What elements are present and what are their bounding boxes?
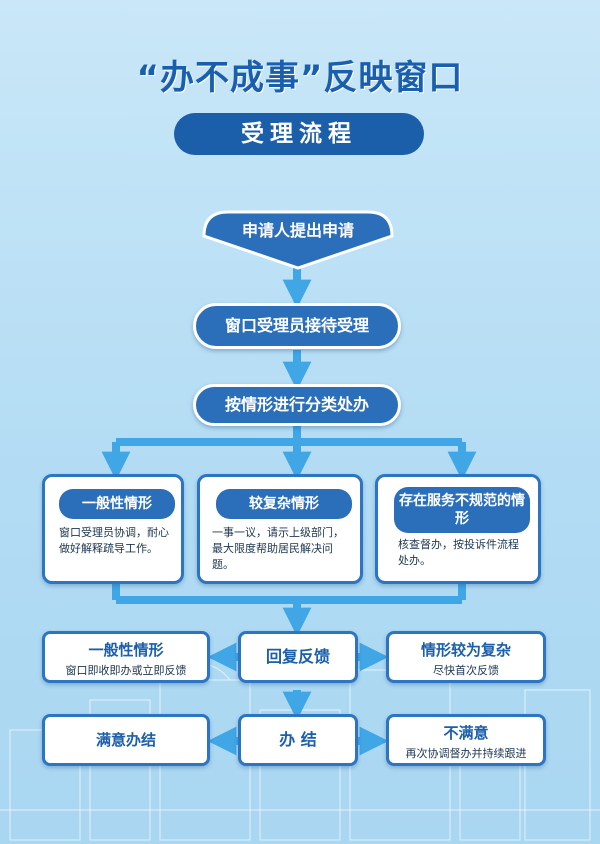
- result-center-box: 办 结: [238, 714, 358, 766]
- feedback-complex-title: 情形较为复杂: [420, 641, 511, 659]
- feedback-general-sub: 窗口即收即办或立即反馈: [65, 664, 187, 677]
- result-satisfied-box: 满意办结: [42, 714, 210, 766]
- page-subtitle: 受理流程: [174, 113, 424, 155]
- branch-text-general: 窗口受理员协调，耐心做好解释疏导工作。: [59, 526, 169, 555]
- branch-label-nonstandard: 存在服务不规范的情形: [394, 487, 530, 533]
- result-satisfied-title: 满意办结: [95, 731, 156, 749]
- feedback-complex-sub: 尽快首次反馈: [433, 664, 499, 677]
- branch-text-nonstandard: 核查督办，按投诉件流程处办。: [398, 538, 519, 567]
- step3-classify: 按情形进行分类处办: [193, 384, 401, 426]
- step1-shape: [202, 210, 394, 270]
- feedback-general-title: 一般性情形: [88, 641, 164, 659]
- feedback-general-box: 一般性情形 窗口即收即办或立即反馈: [42, 631, 210, 683]
- result-unsatisfied-box: 不满意 再次协调督办并持续跟进: [386, 714, 546, 766]
- step1-apply: 申请人提出申请: [241, 221, 354, 240]
- branch-label-complex: 较复杂情形: [216, 489, 352, 519]
- result-unsatisfied-sub: 再次协调督办并持续跟进: [405, 747, 527, 760]
- branch-card-nonstandard: 存在服务不规范的情形 核查督办，按投诉件流程处办。: [375, 474, 541, 584]
- branch-label-general: 一般性情形: [59, 489, 175, 519]
- branch-text-complex: 一事一议，请示上级部门，最大限度帮助居民解决问题。: [212, 526, 344, 571]
- branch-card-general: 一般性情形 窗口受理员协调，耐心做好解释疏导工作。: [42, 474, 184, 584]
- page-title: “办不成事”反映窗口: [136, 58, 464, 98]
- feedback-center-box: 回复反馈: [238, 631, 358, 683]
- step2-receive: 窗口受理员接待受理: [193, 303, 401, 349]
- feedback-complex-box: 情形较为复杂 尽快首次反馈: [386, 631, 546, 683]
- branch-card-complex: 较复杂情形 一事一议，请示上级部门，最大限度帮助居民解决问题。: [197, 474, 363, 584]
- result-unsatisfied-title: 不满意: [443, 724, 489, 742]
